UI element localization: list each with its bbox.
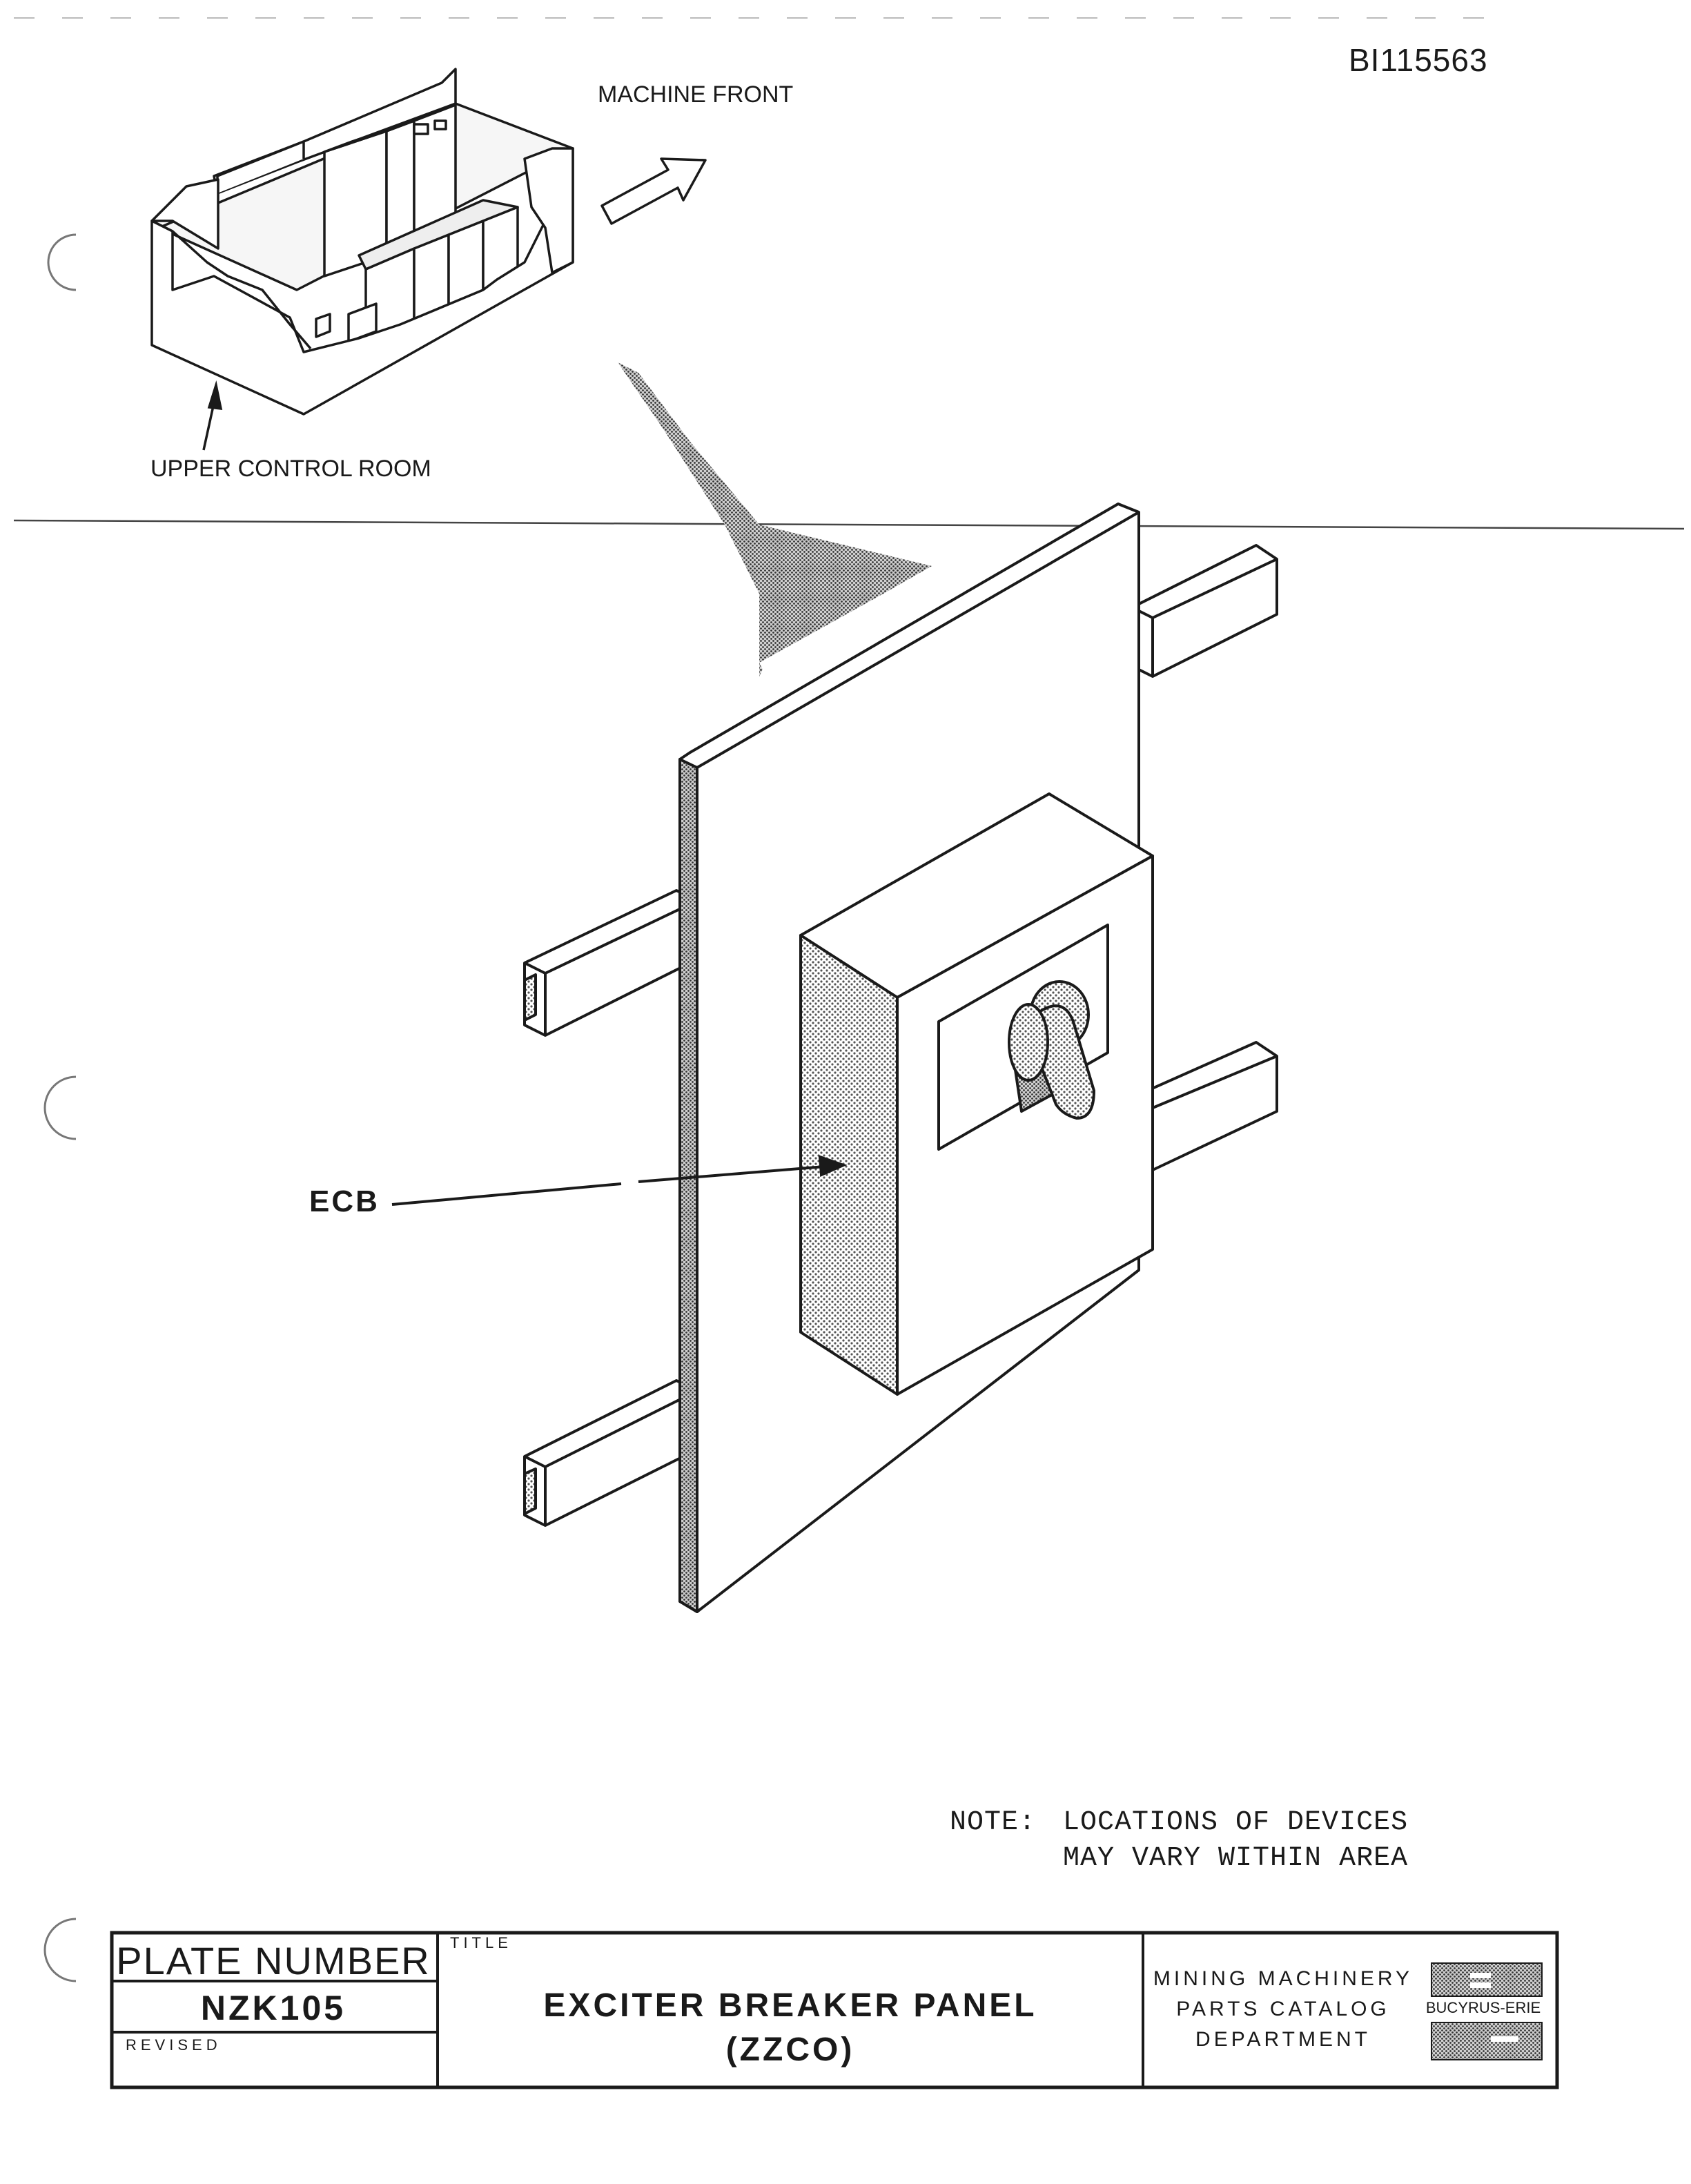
title-block xyxy=(110,1931,1559,2089)
binder-hole-marks xyxy=(43,233,77,1982)
upper-control-room-drawing xyxy=(150,68,574,416)
revised-label: REVISED xyxy=(126,2036,222,2054)
department-line-2: PARTS CATALOG xyxy=(1176,1998,1390,2020)
machine-front-arrow xyxy=(600,157,707,225)
ecb-label: ECB xyxy=(309,1184,380,1218)
note-line-1: LOCATIONS OF DEVICES xyxy=(1063,1807,1409,1838)
plate-number-label: PLATE NUMBER xyxy=(116,1939,431,1982)
department-line-3: DEPARTMENT xyxy=(1195,2028,1371,2051)
document-id: BI115563 xyxy=(1349,42,1488,78)
upper-control-room-arrow xyxy=(202,380,223,451)
upper-control-room-label: UPPER CONTROL ROOM xyxy=(150,456,431,482)
note-line-2: MAY VARY WITHIN AREA xyxy=(1063,1843,1409,1874)
bucyrus-erie-logo xyxy=(1431,1962,1543,2060)
logo-text: BUCYRUS-ERIE xyxy=(1425,1999,1541,2016)
drawing-title-line-2: (ZZCO) xyxy=(725,2031,855,2068)
title-label: TITLE xyxy=(450,1934,512,1951)
department-line-1: MINING MACHINERY xyxy=(1153,1967,1414,1990)
panel-assembly xyxy=(523,503,1278,1613)
detail-callout-funnel xyxy=(618,362,932,676)
ecb-leader-arrow xyxy=(391,1155,848,1206)
machine-front-label: MACHINE FRONT xyxy=(598,81,794,108)
drawing-title-line-1: EXCITER BREAKER PANEL xyxy=(543,1987,1037,2024)
plate-number: NZK105 xyxy=(200,1989,346,2027)
note-label: NOTE: xyxy=(950,1807,1037,1838)
separator-line xyxy=(13,519,1685,530)
